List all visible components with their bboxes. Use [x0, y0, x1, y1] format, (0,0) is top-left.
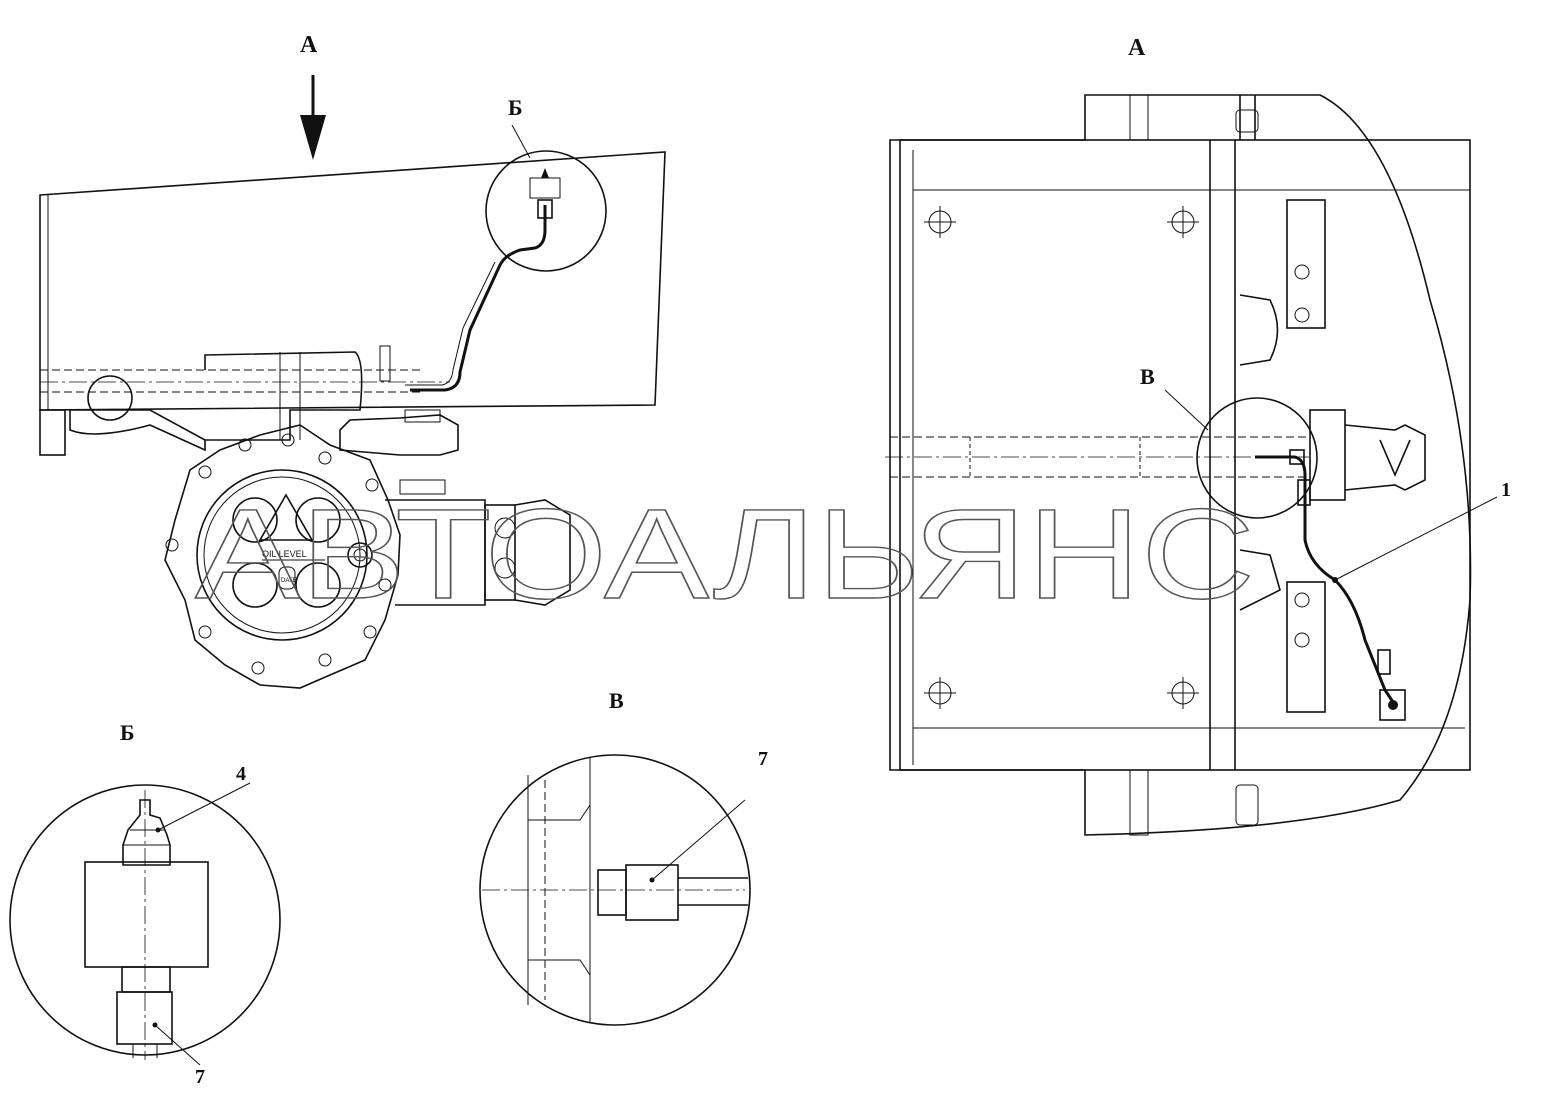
axle-housing-cover [164, 424, 401, 689]
frame-bracket [39, 409, 66, 456]
yoke-flange [514, 499, 571, 606]
carrier-top [339, 414, 459, 456]
callout-7-detail-v: 7 [758, 748, 768, 770]
detail-v-nut [597, 869, 627, 916]
detail-b-sensor-7 [116, 991, 173, 1045]
detail-v [479, 754, 751, 1026]
frame-bolts [924, 206, 1199, 709]
detail-v-circle [479, 754, 751, 1026]
frame-rail [39, 151, 666, 411]
detail-circle-v [1196, 397, 1318, 519]
hose-end-bracket [1379, 689, 1406, 721]
detail-b-fitting-4 [122, 799, 171, 866]
spring-bracket [69, 409, 206, 452]
date-text: DATE [281, 578, 297, 584]
detail-b [9, 782, 281, 1066]
warning-triangle [258, 493, 314, 541]
detail-b-nut [121, 966, 171, 993]
watermark-text: АВТОАЛЬЯНС [195, 483, 1255, 626]
input-yoke [484, 504, 516, 601]
view-label-a-right: А [1128, 35, 1146, 61]
breather-hose [410, 205, 547, 392]
callout-1: 1 [1501, 479, 1511, 501]
right-top-view [885, 94, 1498, 836]
detail-v-fitting-7 [625, 864, 679, 921]
view-label-a-left: А [300, 32, 318, 58]
detail-label-b-bottom: Б [120, 720, 135, 745]
housing-lobes [232, 493, 341, 608]
right-yoke [1344, 424, 1426, 491]
detail-label-v-bottom: В [609, 688, 624, 713]
callout-4: 4 [236, 763, 246, 785]
oil-level-text: OIL LEVEL [262, 549, 307, 559]
detail-circle-b [485, 150, 607, 272]
left-side-view: OIL LEVEL DATE [39, 75, 666, 689]
view-arrow-head [300, 115, 326, 160]
lower-side-bracket [1286, 581, 1326, 713]
frame-outline [889, 94, 1472, 836]
spring-eye [87, 375, 133, 421]
detail-label-b-top: Б [508, 95, 523, 120]
callout-7-detail-b: 7 [195, 1066, 205, 1088]
cross-member [899, 139, 1471, 771]
right-yoke-flange [1309, 409, 1346, 501]
detail-b-block [84, 861, 209, 968]
detail-label-v-top: В [1140, 364, 1155, 389]
housing-inner-ring [196, 469, 368, 641]
drain-plug [347, 542, 373, 568]
upper-side-bracket [1286, 199, 1326, 329]
upper-bracket [204, 351, 363, 441]
cover-bolts [165, 433, 392, 675]
hose-1 [1255, 455, 1397, 706]
